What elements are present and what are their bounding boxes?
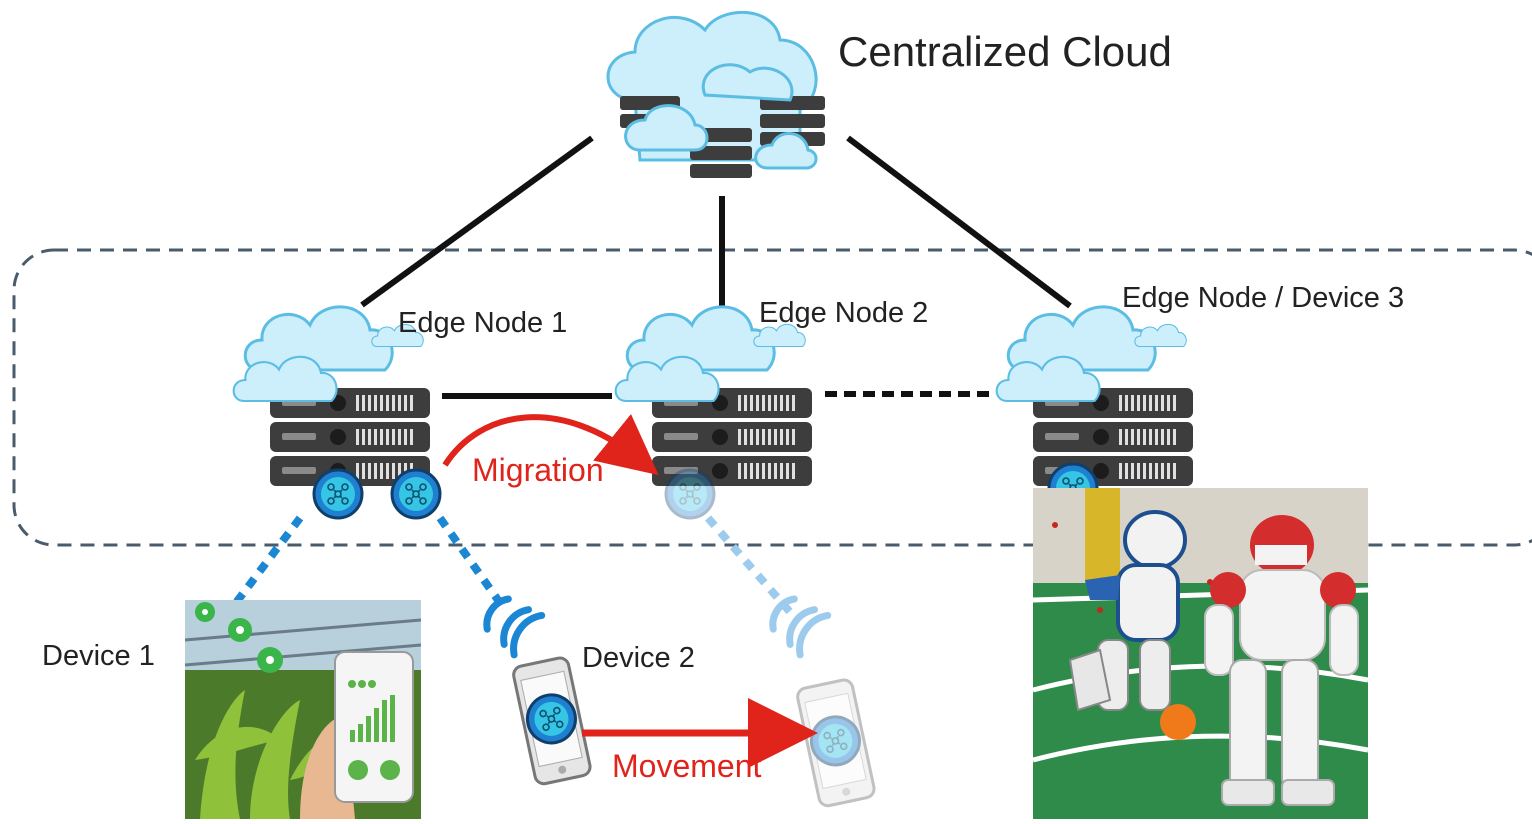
- device-1-image: [184, 600, 422, 819]
- container-icon: [390, 468, 442, 520]
- edge-node-1-label: Edge Node 1: [398, 307, 568, 339]
- edge-node-2-label: Edge Node 2: [759, 297, 929, 329]
- wireless-link-device1: [228, 515, 304, 611]
- ball-icon: [1160, 704, 1196, 740]
- cloud-server-icon: [606, 10, 825, 178]
- wifi-faded-icon: [769, 594, 834, 659]
- link-cloud-edge3: [846, 135, 1072, 309]
- wireless-link-device2: [436, 515, 509, 613]
- container-icon: [312, 468, 364, 520]
- edge-node-3-icon: [997, 307, 1193, 486]
- migration-label: Migration: [472, 452, 604, 488]
- device-2-phone-icon: [510, 654, 594, 787]
- device-2-label: Device 2: [582, 642, 695, 674]
- device-3-robots-image: [1032, 488, 1369, 819]
- migration-arrow: [442, 414, 659, 476]
- cloud-label: Centralized Cloud: [838, 28, 1172, 75]
- edge-layer-boundary: [12, 248, 1532, 547]
- device-2-moved-phone-icon: [794, 676, 878, 809]
- device-1-label: Device 1: [42, 640, 155, 672]
- wifi-icon: [483, 594, 548, 659]
- wireless-link-device2-new: [704, 515, 794, 615]
- edge-node-2-icon: [616, 307, 812, 486]
- link-cloud-edge1: [360, 135, 594, 308]
- movement-label: Movement: [612, 748, 762, 784]
- edge-node-3-label: Edge Node / Device 3: [1122, 282, 1405, 314]
- container-ghost-icon: [664, 468, 716, 520]
